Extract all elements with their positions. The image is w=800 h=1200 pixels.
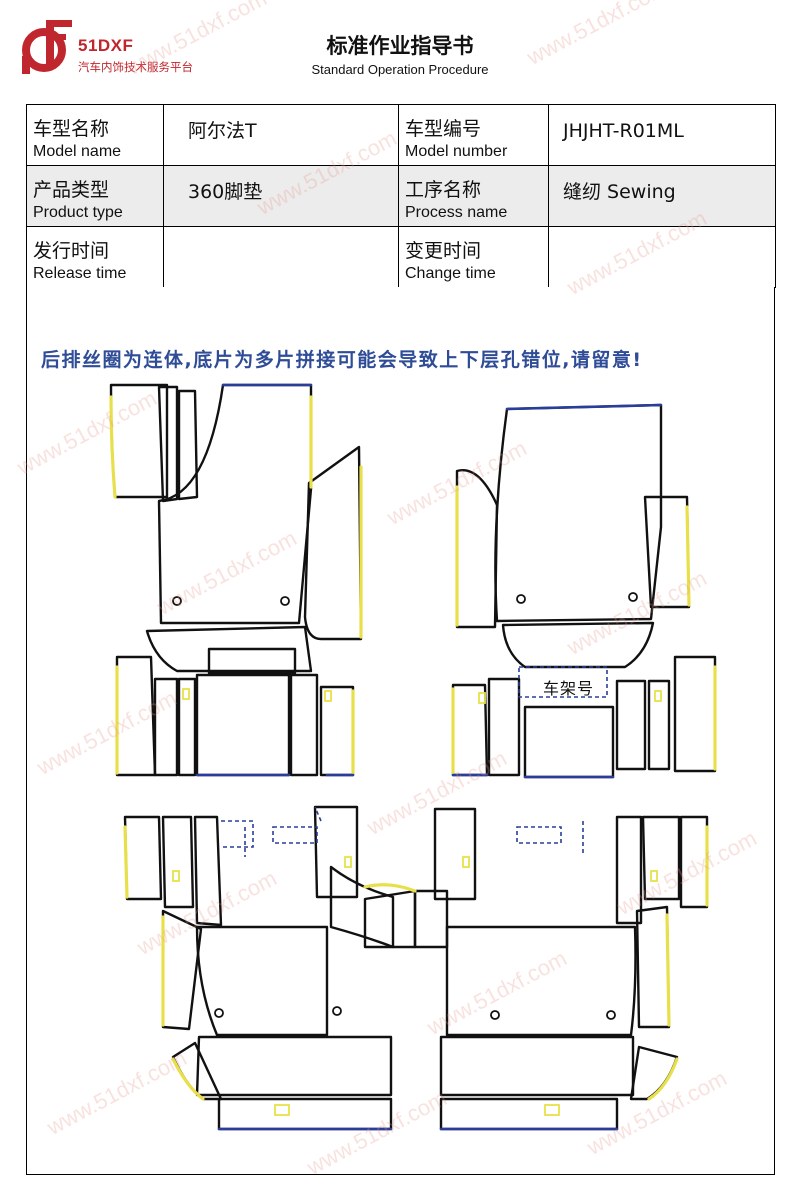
info-row-product: 产品类型 Product type 360脚垫 工序名称 Process nam… bbox=[26, 165, 776, 227]
process-name-value: 缝纫 Sewing bbox=[563, 181, 676, 203]
document-title: 标准作业指导书 bbox=[326, 34, 474, 58]
model-number-value: JHJHT-R01ML bbox=[563, 120, 684, 142]
process-name-value-cell: 缝纫 Sewing bbox=[548, 165, 776, 227]
info-row-model: 车型名称 Model name 阿尔法T 车型编号 Model number J… bbox=[26, 104, 776, 166]
release-time-value-cell bbox=[163, 226, 399, 288]
model-name-label-en: Model name bbox=[33, 143, 122, 160]
51dxf-logo-icon bbox=[22, 20, 72, 74]
floor-mat-pattern-diagram bbox=[109, 383, 717, 1131]
rear-right-mat-pieces bbox=[413, 807, 709, 1131]
process-name-label-en: Process name bbox=[405, 204, 508, 221]
product-type-label-cell: 产品类型 Product type bbox=[26, 165, 164, 227]
process-name-label-cn: 工序名称 bbox=[405, 179, 482, 201]
model-name-label-cn: 车型名称 bbox=[33, 118, 110, 140]
info-row-time: 发行时间 Release time 变更时间 Change time bbox=[26, 226, 776, 288]
info-table: 车型名称 Model name 阿尔法T 车型编号 Model number J… bbox=[26, 104, 776, 288]
change-time-label-cn: 变更时间 bbox=[405, 240, 482, 262]
fastener-hole-icons bbox=[172, 592, 638, 1020]
change-time-value-cell bbox=[548, 226, 776, 288]
document-subtitle: Standard Operation Procedure bbox=[311, 62, 489, 77]
process-name-label-cell: 工序名称 Process name bbox=[398, 165, 549, 227]
pattern-drawing-area: 后排丝圈为连体,底片为多片拼接可能会导致上下层孔错位,请留意! bbox=[26, 287, 775, 1175]
model-number-label-cell: 车型编号 Model number bbox=[398, 104, 549, 166]
brand-name: 51DXF bbox=[78, 36, 134, 55]
front-right-mat-pieces bbox=[451, 403, 717, 779]
product-type-label-cn: 产品类型 bbox=[33, 179, 110, 201]
brand-tagline: 汽车内饰技术服务平台 bbox=[78, 60, 193, 74]
product-type-value-cell: 360脚垫 bbox=[163, 165, 399, 227]
model-name-value: 阿尔法T bbox=[188, 120, 257, 142]
model-name-label-cell: 车型名称 Model name bbox=[26, 104, 164, 166]
release-time-label-cn: 发行时间 bbox=[33, 240, 110, 262]
dashed-reference-marks bbox=[221, 666, 608, 857]
change-time-label-cell: 变更时间 Change time bbox=[398, 226, 549, 288]
model-number-label-cn: 车型编号 bbox=[405, 118, 482, 140]
slot-marks bbox=[172, 688, 662, 1116]
model-number-label-en: Model number bbox=[405, 143, 508, 160]
frame-number-label: 车架号 bbox=[543, 679, 595, 698]
model-number-value-cell: JHJHT-R01ML bbox=[548, 104, 776, 166]
front-left-mat-pieces bbox=[109, 383, 363, 777]
yellow-edge-marks bbox=[109, 395, 717, 1101]
product-type-label-en: Product type bbox=[33, 204, 123, 221]
product-type-value: 360脚垫 bbox=[188, 181, 263, 203]
blue-edge-marks bbox=[195, 383, 663, 1131]
warning-note: 后排丝圈为连体,底片为多片拼接可能会导致上下层孔错位,请留意! bbox=[41, 349, 643, 371]
rear-left-mat-pieces bbox=[123, 805, 417, 1131]
release-time-label-cell: 发行时间 Release time bbox=[26, 226, 164, 288]
model-name-value-cell: 阿尔法T bbox=[163, 104, 399, 166]
change-time-label-en: Change time bbox=[405, 265, 496, 282]
release-time-label-en: Release time bbox=[33, 265, 127, 282]
